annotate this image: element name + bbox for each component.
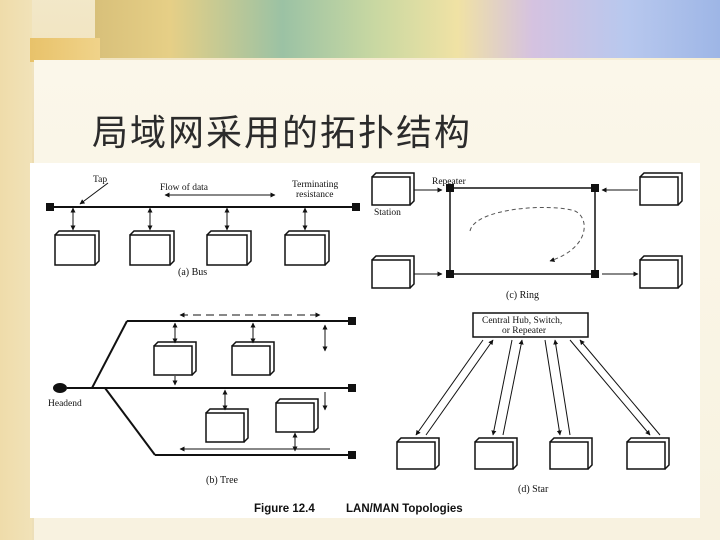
ring-loop bbox=[449, 187, 596, 275]
headend-label: Headend bbox=[48, 399, 82, 409]
terminating-label-2: resistance bbox=[296, 190, 333, 200]
terminating-label-1: Terminating bbox=[292, 180, 339, 190]
bus-topology: Tap Flow of data Terminating resistance bbox=[46, 175, 360, 278]
tree-station-4 bbox=[275, 398, 319, 433]
ring-station-top-left bbox=[371, 176, 411, 206]
station-label: Station bbox=[374, 208, 401, 218]
star-station-2 bbox=[474, 437, 518, 470]
repeater-bl bbox=[446, 270, 454, 278]
topology-figure: Tap Flow of data Terminating resistance bbox=[30, 163, 700, 518]
repeater-label: Repeater bbox=[432, 177, 467, 187]
left-decorative-strip bbox=[0, 0, 32, 540]
tree-branch-down bbox=[104, 387, 156, 456]
tree-topology: Headend bbox=[48, 312, 356, 486]
ring-station-bottom-right bbox=[639, 259, 679, 289]
tree-caption: (b) Tree bbox=[206, 475, 239, 486]
ring-station-top-right bbox=[639, 176, 679, 206]
bus-end-right bbox=[352, 203, 360, 211]
ring-topology: Repeater Station (c) Ring bbox=[371, 172, 683, 301]
repeater-br bbox=[591, 270, 599, 278]
star-station-1 bbox=[396, 437, 440, 470]
star-station-4 bbox=[626, 437, 670, 470]
tree-station-3 bbox=[205, 408, 249, 443]
figure-title: LAN/MAN Topologies bbox=[346, 503, 463, 515]
flow-label: Flow of data bbox=[160, 182, 209, 193]
bus-end-left bbox=[46, 203, 54, 211]
topology-diagram: Tap Flow of data Terminating resistance bbox=[46, 172, 683, 515]
bus-station-1 bbox=[54, 230, 100, 266]
bus-station-4 bbox=[284, 230, 330, 266]
bus-caption: (a) Bus bbox=[178, 267, 207, 278]
repeater-tl bbox=[446, 184, 454, 192]
repeater-tr bbox=[591, 184, 599, 192]
ring-direction-arrow bbox=[469, 207, 585, 262]
figure-number: Figure 12.4 bbox=[254, 503, 315, 515]
banner-accent bbox=[30, 38, 100, 62]
top-floral-banner bbox=[95, 0, 720, 58]
star-topology: Central Hub, Switch, or Repeater bbox=[396, 312, 670, 495]
slide-title: 局域网采用的拓扑结构 bbox=[92, 113, 473, 154]
bus-station-2 bbox=[129, 230, 175, 266]
tap-label: Tap bbox=[93, 175, 107, 185]
star-caption: (d) Star bbox=[518, 484, 549, 495]
hub-label-2: or Repeater bbox=[502, 326, 547, 336]
ring-station-bottom-left bbox=[371, 259, 411, 289]
central-hub bbox=[472, 312, 589, 338]
tap-pointer bbox=[79, 182, 109, 205]
tree-branch-up bbox=[91, 320, 128, 389]
hub-label-1: Central Hub, Switch, bbox=[482, 316, 562, 326]
star-station-3 bbox=[549, 437, 593, 470]
tree-station-1 bbox=[153, 341, 197, 376]
bus-station-3 bbox=[206, 230, 252, 266]
headend-node bbox=[53, 383, 67, 393]
tree-station-2 bbox=[231, 341, 275, 376]
ring-caption: (c) Ring bbox=[506, 290, 539, 301]
